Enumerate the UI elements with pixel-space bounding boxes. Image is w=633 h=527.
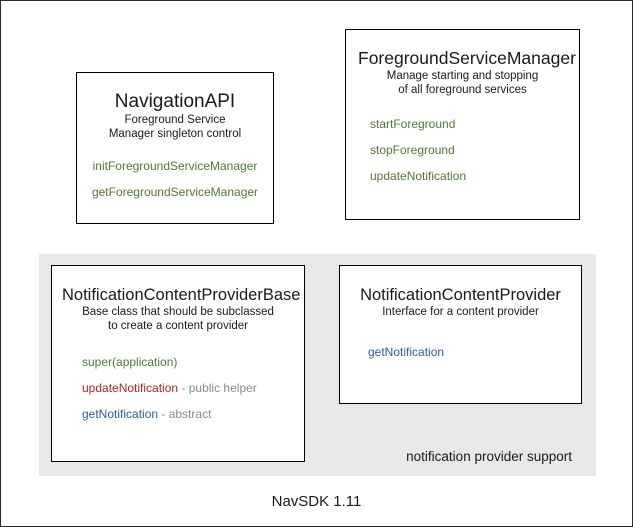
- class-description: Interface for a content provider: [382, 306, 539, 318]
- class-member[interactable]: super(application): [82, 355, 294, 369]
- member-suffix: - public helper: [178, 381, 257, 395]
- class-member[interactable]: getForegroundServiceManager: [87, 185, 263, 199]
- member-suffix: - abstract: [158, 407, 212, 421]
- footer-caption: NavSDK 1.11: [271, 493, 362, 510]
- member-name: stopForeground: [370, 143, 455, 157]
- class-member[interactable]: updateNotification - public helper: [82, 381, 294, 395]
- class-box-navigation-api[interactable]: NavigationAPI Foreground Service Manager…: [76, 72, 274, 224]
- class-description: Manage starting and stopping of all fore…: [386, 70, 539, 96]
- group-panel-label: notification provider support: [406, 449, 572, 464]
- member-name: getNotification: [82, 407, 159, 421]
- class-description: Foreground Service Manager singleton con…: [108, 114, 242, 140]
- member-name: startForeground: [370, 117, 456, 131]
- class-member[interactable]: updateNotification: [370, 169, 567, 183]
- member-list: getNotification: [350, 345, 571, 359]
- class-box-foreground-service-manager[interactable]: ForegroundServiceManager Manage starting…: [345, 29, 580, 220]
- class-box-notification-content-provider-base[interactable]: NotificationContentProviderBase Base cla…: [51, 265, 305, 462]
- member-list: initForegroundServiceManager getForegrou…: [87, 159, 263, 199]
- class-title: NotificationContentProvider: [360, 286, 561, 304]
- member-name: updateNotification: [370, 169, 467, 183]
- class-member[interactable]: stopForeground: [370, 143, 567, 157]
- member-name: getForegroundServiceManager: [91, 185, 259, 199]
- member-name: updateNotification: [82, 381, 179, 395]
- member-name: getNotification: [368, 345, 445, 359]
- class-title: NotificationContentProviderBase: [62, 286, 301, 304]
- class-description: Base class that should be subclassed to …: [82, 306, 274, 332]
- class-member[interactable]: getNotification - abstract: [82, 407, 294, 421]
- class-member[interactable]: initForegroundServiceManager: [87, 159, 263, 173]
- class-title: ForegroundServiceManager: [358, 48, 576, 68]
- class-member[interactable]: startForeground: [370, 117, 567, 131]
- class-member[interactable]: getNotification: [368, 345, 571, 359]
- member-name: super(application): [82, 355, 178, 369]
- class-box-notification-content-provider[interactable]: NotificationContentProvider Interface fo…: [339, 265, 582, 404]
- class-title: NavigationAPI: [114, 91, 236, 112]
- member-list: super(application) updateNotification - …: [62, 355, 294, 421]
- member-list: startForeground stopForeground updateNot…: [358, 117, 567, 183]
- member-name: initForegroundServiceManager: [92, 159, 258, 173]
